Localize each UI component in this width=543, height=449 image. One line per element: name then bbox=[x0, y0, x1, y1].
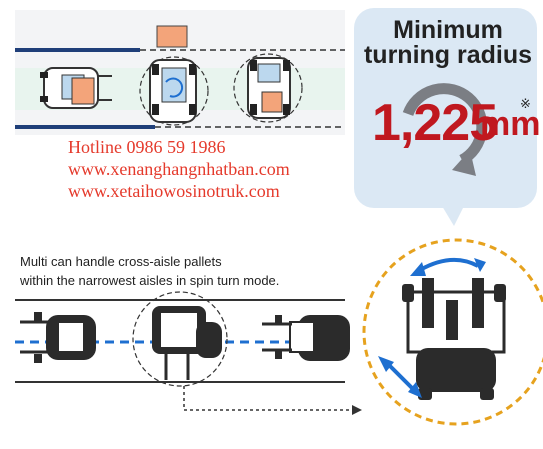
forklift-icon bbox=[20, 312, 96, 363]
forklift-rotating-icon bbox=[132, 291, 228, 387]
top-aisle-scene bbox=[15, 10, 345, 135]
turning-radius-value: 1,225 bbox=[372, 94, 498, 152]
turning-radius-bubble bbox=[354, 8, 537, 226]
forklift-icon bbox=[40, 67, 112, 109]
zoom-circle bbox=[362, 238, 543, 426]
turning-radius-unit: mm bbox=[480, 105, 541, 143]
callout-arrow bbox=[183, 386, 352, 411]
description-line2: within the narrowest aisles in spin turn… bbox=[20, 273, 280, 288]
title-line1: Minimum bbox=[393, 16, 503, 44]
pallet-box bbox=[156, 25, 188, 48]
title-line2: turning radius bbox=[363, 41, 533, 69]
description-text: Multi can handle cross-aisle pallets wit… bbox=[20, 252, 279, 290]
forklift-rotating-icon bbox=[139, 56, 209, 126]
forklift-icon bbox=[233, 53, 303, 123]
hotline-text: Hotline 0986 59 1986 bbox=[68, 137, 226, 157]
website-link-1[interactable]: www.xenanghangnhatban.com bbox=[68, 159, 290, 179]
website-link-2[interactable]: www.xetaihowosinotruk.com bbox=[68, 181, 280, 201]
rotation-arrow-icon bbox=[402, 83, 488, 165]
rotation-arrow-icon bbox=[419, 258, 479, 272]
footnote-mark: ※ bbox=[520, 96, 531, 111]
bottom-aisle-scene bbox=[15, 291, 362, 415]
forklift-icon bbox=[262, 315, 350, 361]
contact-block: Hotline 0986 59 1986 www.xenanghangnhatb… bbox=[68, 136, 290, 202]
turning-radius-title: Minimum turning radius bbox=[358, 18, 538, 68]
description-line1: Multi can handle cross-aisle pallets bbox=[20, 254, 222, 269]
